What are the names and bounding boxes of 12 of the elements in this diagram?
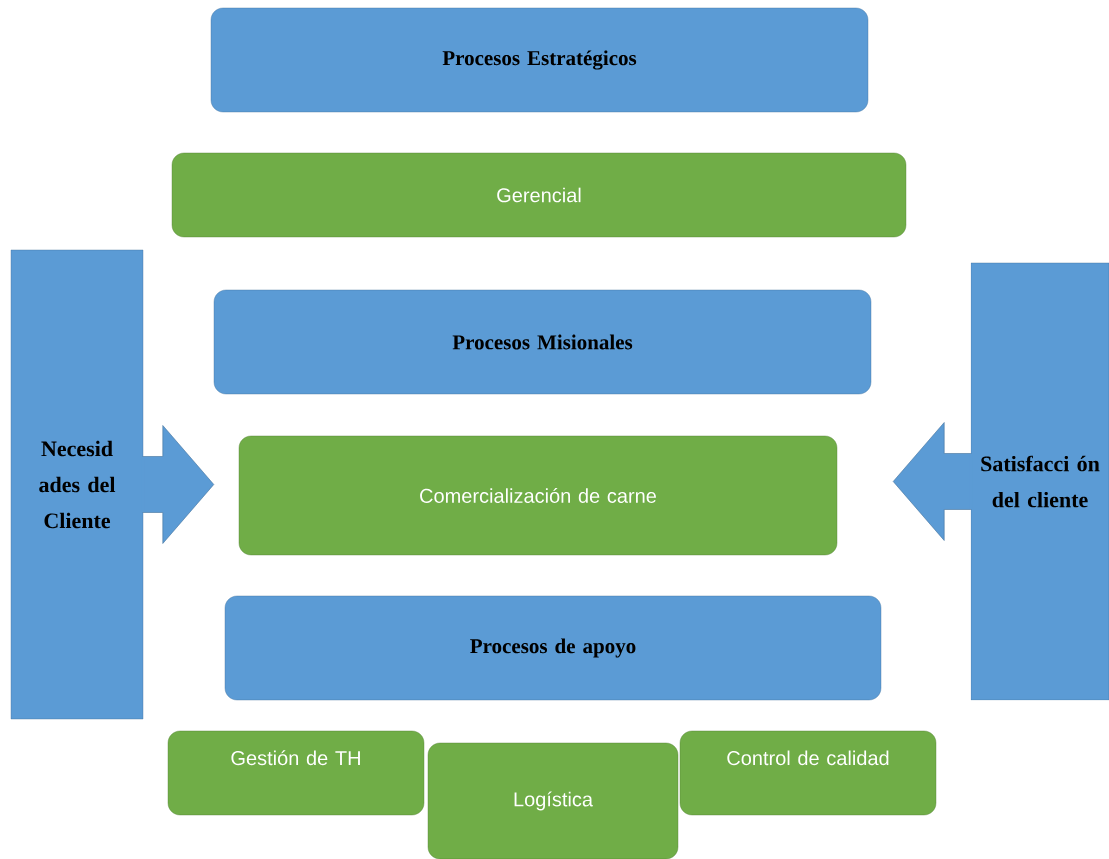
side-block: Satisfacci ón del cliente <box>970 262 1109 701</box>
process-box: Logística <box>427 742 679 859</box>
process-box: Procesos de apoyo <box>224 595 882 701</box>
process-box: Procesos Estratégicos <box>210 7 869 113</box>
process-box: Gestión de TH <box>167 730 425 816</box>
side-block: Necesid ades del Cliente <box>10 249 144 720</box>
block-arrow <box>892 422 972 541</box>
process-box: Procesos Misionales <box>213 289 872 395</box>
block-arrow <box>142 425 215 544</box>
process-box: Control de calidad <box>679 730 937 816</box>
process-box: Gerencial <box>171 152 907 238</box>
process-box: Comercialización de carne <box>238 435 838 556</box>
